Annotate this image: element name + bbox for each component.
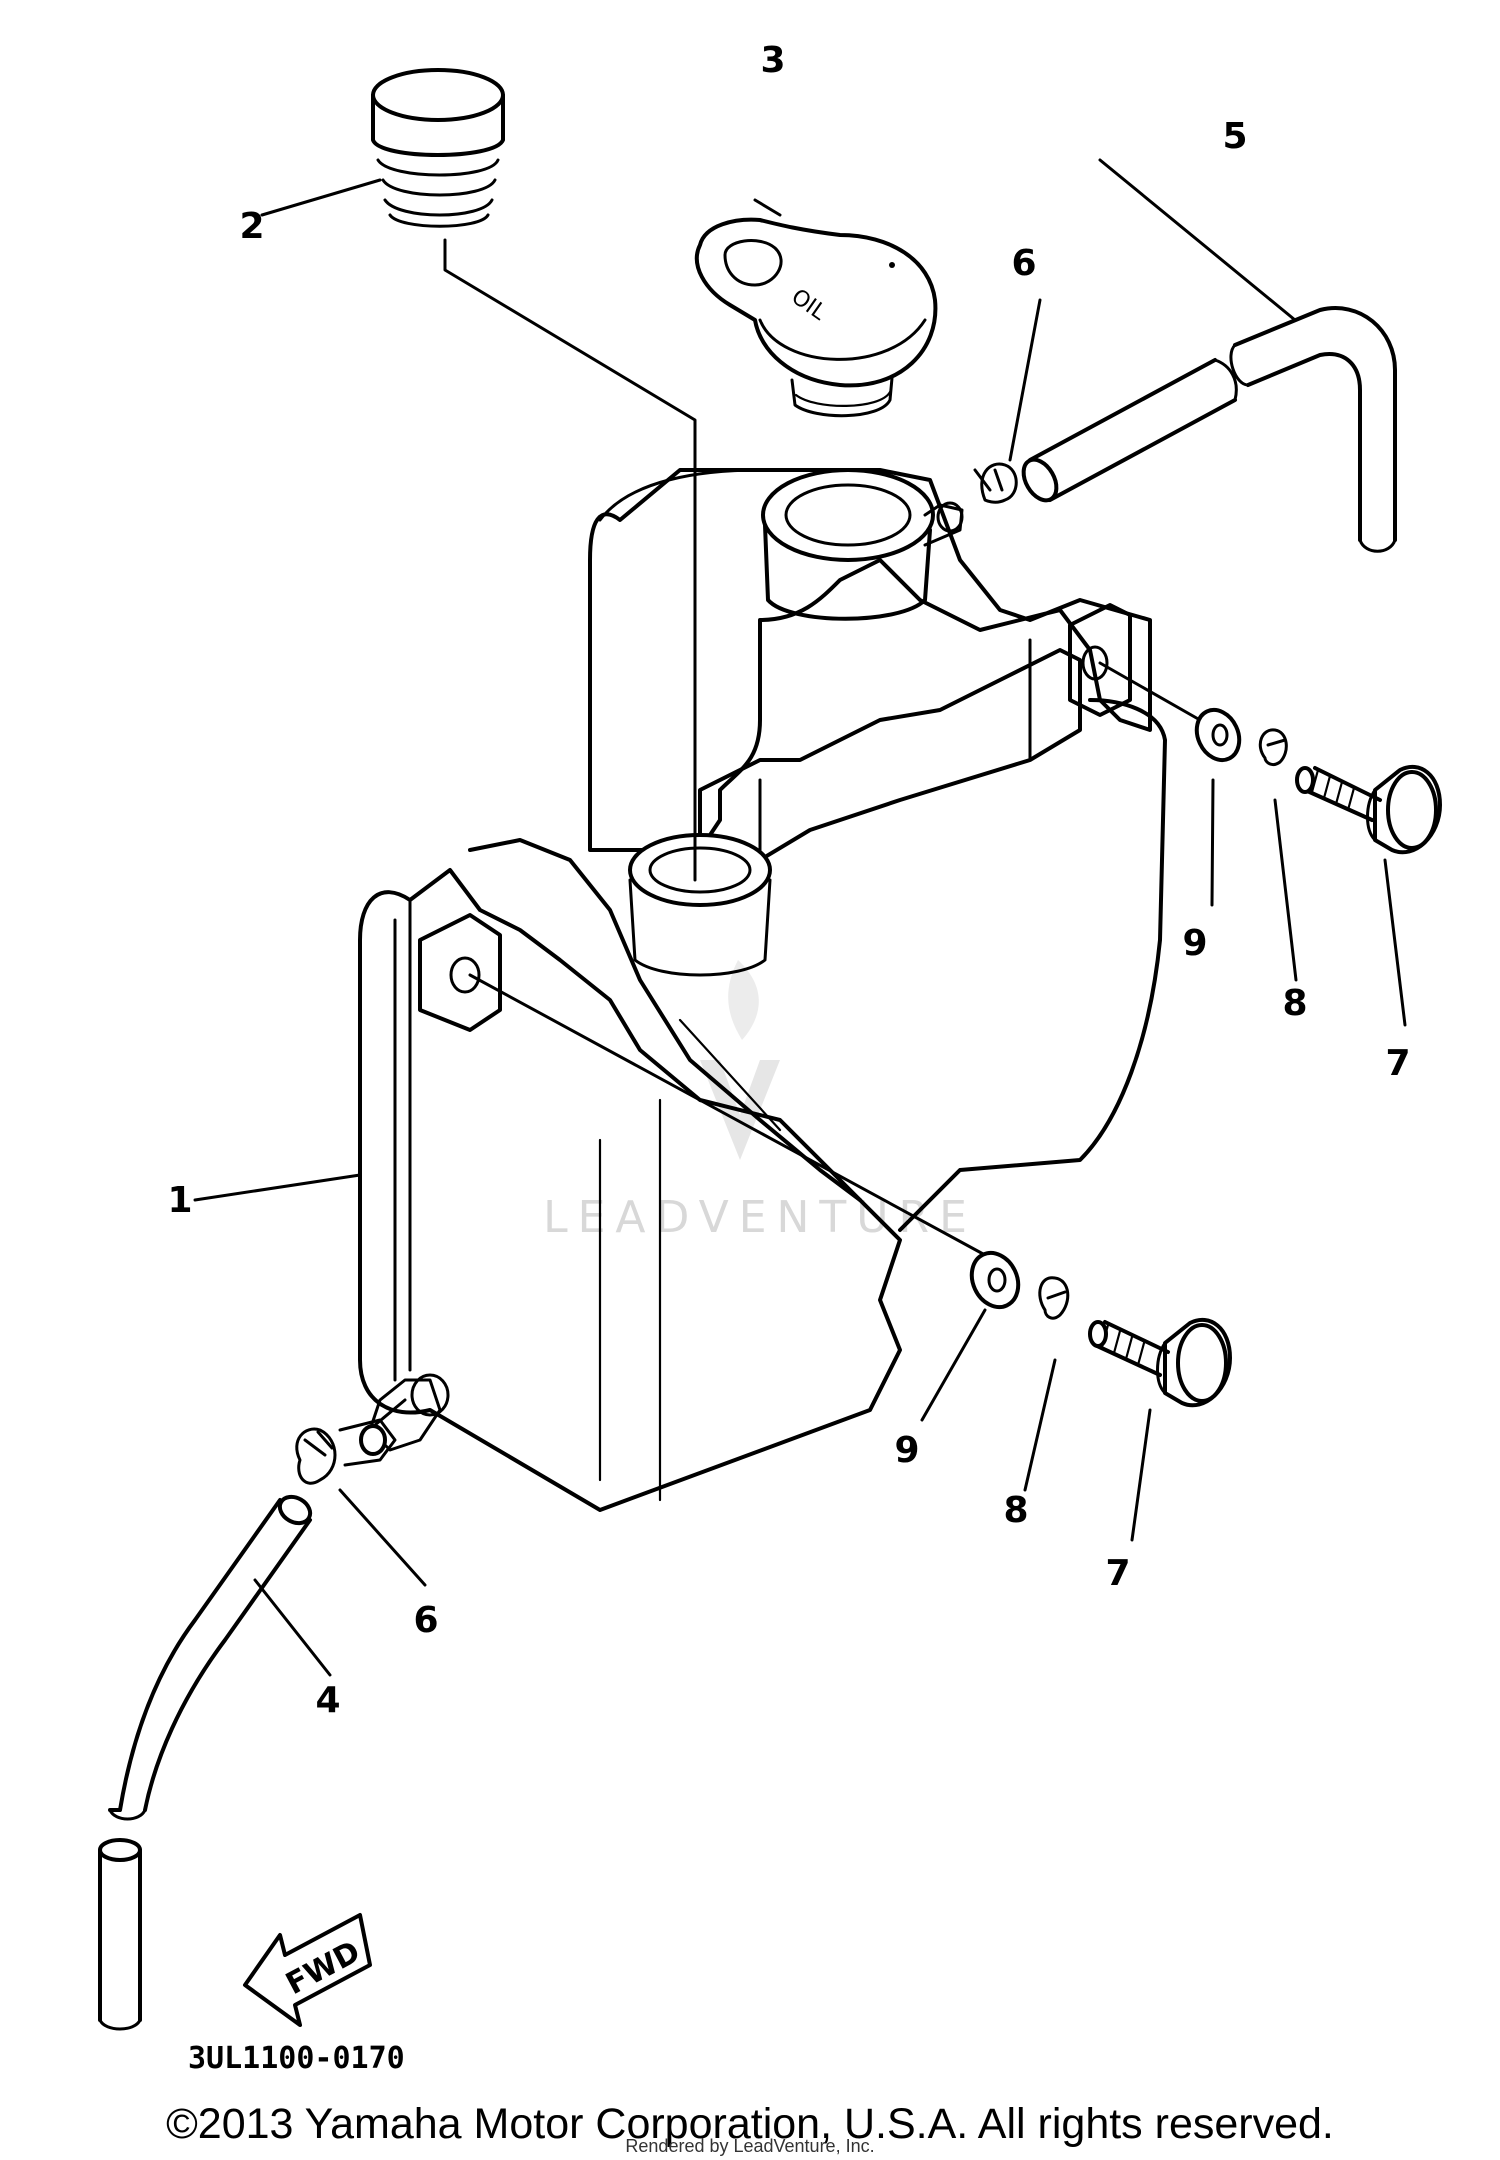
copyright-notice: ©2013 Yamaha Motor Corporation, U.S.A. A… <box>166 2100 1334 2148</box>
callout-6-upper: 6 <box>1011 243 1036 284</box>
rendered-by-note: Rendered by LeadVenture, Inc. <box>625 2136 875 2156</box>
callout-4: 4 <box>315 1680 340 1721</box>
cap-marking-text: OIL <box>787 284 831 326</box>
part-3-oil-cap: OIL <box>694 217 938 418</box>
callout-2: 2 <box>239 206 264 247</box>
callout-7-lower: 7 <box>1105 1553 1130 1594</box>
callout-7-upper: 7 <box>1385 1043 1410 1084</box>
fwd-arrow: FWD <box>243 1913 372 2027</box>
callout-8-lower: 8 <box>1003 1490 1028 1531</box>
lower-fastener-set <box>969 1250 1232 1408</box>
callout-8-upper: 8 <box>1282 983 1307 1024</box>
callout-1: 1 <box>167 1180 192 1221</box>
part-6-lower-clip <box>295 1427 337 1485</box>
callout-6-lower: 6 <box>413 1600 438 1641</box>
figure-code: 3UL1100-0170 <box>188 2041 405 2076</box>
callout-5: 5 <box>1222 116 1247 157</box>
callout-9-lower: 9 <box>894 1430 919 1471</box>
callout-9-upper: 9 <box>1182 923 1207 964</box>
leader-lines <box>193 158 1407 1677</box>
part-4-lower-hose <box>98 1494 313 2031</box>
oil-tank <box>338 468 1167 1512</box>
part-2-cap-plug <box>371 68 505 228</box>
callout-3: 3 <box>760 40 785 81</box>
callout-labels: 3 5 2 6 9 8 7 1 9 8 7 6 4 <box>167 40 1410 1721</box>
watermark: LEADVENTURE <box>543 960 967 1243</box>
upper-fastener-set <box>1194 707 1442 855</box>
part-6-upper-clip <box>973 462 1018 504</box>
part-5-upper-hose <box>1021 306 1397 553</box>
